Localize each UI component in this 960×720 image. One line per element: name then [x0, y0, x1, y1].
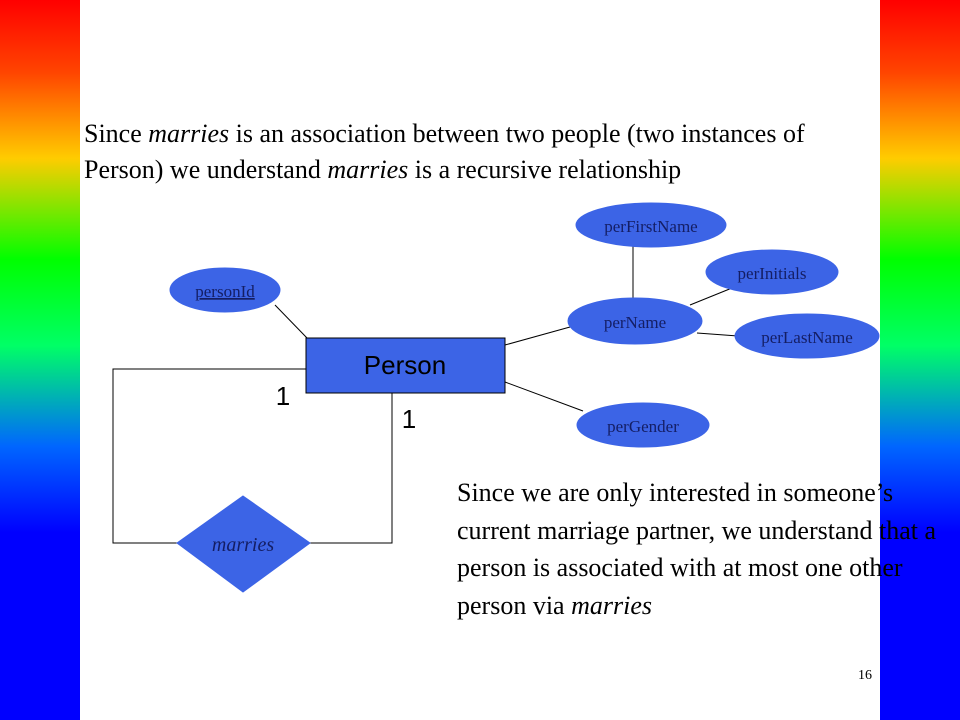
- svg-text:marries: marries: [212, 534, 274, 556]
- entity-person[interactable]: Person: [305, 337, 506, 394]
- gradient-bar-right: [880, 0, 960, 720]
- svg-text:personId: personId: [195, 282, 255, 301]
- edge-perlastname: [696, 332, 739, 337]
- attribute-perfirstname[interactable]: perFirstName: [575, 202, 727, 248]
- intro-paragraph: Since marries is an association between …: [84, 119, 805, 184]
- edge-marries-right: [310, 393, 393, 544]
- cardinality-right: 1: [402, 404, 416, 434]
- attribute-personid[interactable]: personId: [169, 267, 281, 313]
- relationship-marries[interactable]: marries: [176, 495, 311, 593]
- edge-perinitials: [689, 287, 733, 306]
- svg-text:perInitials: perInitials: [738, 264, 807, 283]
- edge-pername: [504, 326, 571, 346]
- cardinality-left: 1: [276, 381, 290, 411]
- edge-pergender: [504, 381, 584, 412]
- page-number: 16: [858, 668, 872, 683]
- svg-text:perFirstName: perFirstName: [604, 217, 697, 236]
- svg-text:perName: perName: [604, 313, 666, 332]
- attribute-pergender[interactable]: perGender: [576, 402, 710, 448]
- attribute-pername[interactable]: perName: [567, 297, 703, 345]
- edge-personid: [274, 304, 308, 339]
- explanation-paragraph: Since we are only interested in someone’…: [457, 478, 937, 621]
- svg-text:perLastName: perLastName: [761, 328, 853, 347]
- svg-text:perGender: perGender: [607, 417, 679, 436]
- svg-text:Person: Person: [364, 350, 446, 380]
- attribute-perinitials[interactable]: perInitials: [705, 249, 839, 295]
- gradient-bar-left: [0, 0, 80, 720]
- attribute-perlastname[interactable]: perLastName: [734, 313, 880, 359]
- edge-marries-left: [112, 368, 306, 544]
